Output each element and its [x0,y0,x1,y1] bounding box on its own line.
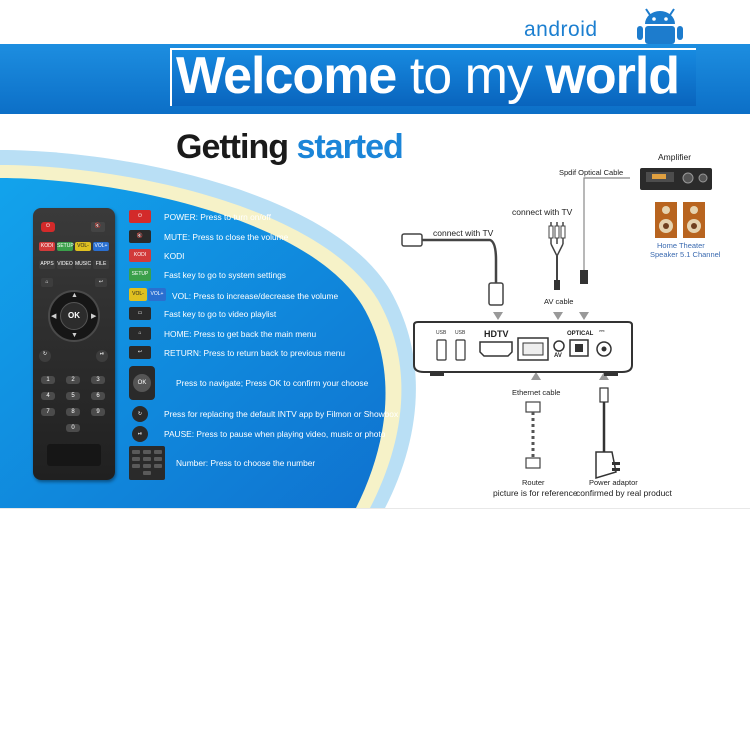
page-title: Welcome to my world [176,47,680,105]
router-label: Router [522,478,545,487]
hdtv-port-label: HDTV [484,329,509,339]
confirm-note: confirmed by real product [576,488,672,498]
remote-grip [47,444,101,466]
top-strip [0,0,750,44]
speaker-right-icon [683,202,705,238]
remote-pause-button[interactable]: ⏯ [96,350,108,362]
android-robot-icon [637,8,683,44]
legend-mute-icon: 🔇 [129,230,151,243]
remote-vol-plus-button[interactable]: VOL+ [93,242,109,251]
legend-text-kodi: KODI [164,251,185,261]
remote-kodi-button[interactable]: KODI [39,242,55,251]
section-heading: Getting started [176,128,404,167]
heading-started: started [296,128,403,166]
remote-home-button[interactable]: ⌂ [41,278,53,287]
amplifier-label: Amplifier [658,152,692,162]
heading-getting: Getting [176,128,289,166]
spdif-cable-label: Spdif Optical Cable [559,168,624,177]
legend-power-icon: ⏻ [129,210,151,223]
svg-text:USB: USB [436,330,447,336]
legend-setup-icon: SETUP [129,268,151,281]
legend-text-power: POWER: Press to turn on/off [164,212,271,222]
home-theater-label: Home Theater [657,241,705,250]
av-cable [548,222,566,290]
remote-power-button[interactable]: ⏻ [41,222,55,232]
legend-ok-icon: OK [133,374,151,392]
title-words-to-my: to my [409,47,533,105]
remote-key-8[interactable]: 8 [66,408,80,416]
connection-arrows [493,312,609,380]
remote-key-9[interactable]: 9 [91,408,105,416]
remote-control: ⏻ 🔇 KODI SETUP VOL- VOL+ APPS VIDEO MUSI… [33,208,115,480]
legend-text-mute: MUTE: Press to close the volume [164,232,289,242]
legend-home-icon: ⌂ [129,327,151,340]
av-cable-label: AV cable [544,297,574,306]
dpad-left-icon: ◀ [51,313,57,320]
legend-text-replace-app: Press for replacing the default INTV app… [164,409,399,419]
remote-apps-button[interactable]: APPS [39,260,55,269]
title-word-welcome: Welcome [176,47,397,105]
remote-key-4[interactable]: 4 [41,392,55,400]
ethernet-cable-label: Ethernet cable [512,388,561,397]
legend-text-number: Number: Press to choose the number [176,458,316,468]
reference-note: picture is for reference [493,488,578,498]
remote-key-0[interactable]: 0 [66,424,80,432]
av-port-label: AV [554,353,562,359]
remote-return-button[interactable]: ↩ [95,278,107,287]
amplifier-device [640,168,712,190]
connect-tv-label-1: connect with TV [433,228,494,238]
legend-text-pause: PAUSE: Press to pause when playing video… [164,429,386,439]
remote-key-6[interactable]: 6 [91,392,105,400]
legend-text-navigate: Press to navigate; Press OK to confirm y… [176,378,369,388]
remote-ok-button[interactable]: OK [60,302,88,330]
title-box [170,48,696,106]
legend-navigate-icon: OK [129,366,155,400]
legend-vol-minus-icon: VOL- [129,288,147,301]
legend-text-volume: VOL: Press to increase/decrease the volu… [172,291,339,301]
remote-key-3[interactable]: 3 [91,376,105,384]
speaker-channel-label: Speaker 5.1 Channel [650,250,721,259]
optical-port-label: OPTICAL [567,331,594,337]
legend-vol-plus-icon: VOL+ [148,288,166,301]
speaker-left-icon [655,202,677,238]
remote-vol-minus-button[interactable]: VOL- [75,242,91,251]
dpad-down-icon: ▼ [71,332,78,339]
title-word-world: world [545,47,680,105]
legend-return-icon: ↩ [129,346,151,359]
remote-key-5[interactable]: 5 [66,392,80,400]
dpad-up-icon: ▲ [71,292,78,299]
remote-music-button[interactable]: MUSIC [75,260,92,269]
remote-file-button[interactable]: FILE [93,260,109,269]
legend-pause-icon: ⏯ [132,426,148,442]
remote-key-2[interactable]: 2 [66,376,80,384]
svg-text:USB: USB [455,330,466,336]
legend-text-setup: Fast key to go to system settings [164,270,286,280]
legend-replace-app-icon: ↻ [132,406,148,422]
legend-text-return: RETURN: Press to return back to previous… [164,348,346,358]
svg-text:⎓: ⎓ [599,328,605,335]
remote-dpad[interactable] [48,290,100,342]
power-adaptor-label: Power adaptor [589,478,638,487]
tv-box-device: USB USB ⎓ [413,321,633,376]
legend-text-video: Fast key to go to video playlist [164,309,277,319]
poster: Welcome to my world android Getting star… [0,0,750,509]
dpad-right-icon: ▶ [91,313,97,320]
remote-video-button[interactable]: VIDEO [57,260,73,269]
ethernet-cable [525,401,541,469]
legend-video-icon: ▭ [129,307,151,320]
legend-number-pad-icon [129,446,165,480]
connection-diagram: USB USB ⎓ [401,168,712,480]
remote-replace-app-button[interactable]: ↻ [39,350,51,362]
legend-text-home: HOME: Press to get back the main menu [164,329,317,339]
android-brand-text: android [524,18,598,41]
remote-mute-button[interactable]: 🔇 [91,222,105,232]
remote-key-7[interactable]: 7 [41,408,55,416]
connect-tv-label-2: connect with TV [512,207,573,217]
legend-kodi-icon: KODI [129,249,151,262]
number-grid-icon [132,450,162,475]
remote-setup-button[interactable]: SETUP [57,242,74,251]
power-adaptor-device [595,387,620,480]
remote-key-1[interactable]: 1 [41,376,55,384]
